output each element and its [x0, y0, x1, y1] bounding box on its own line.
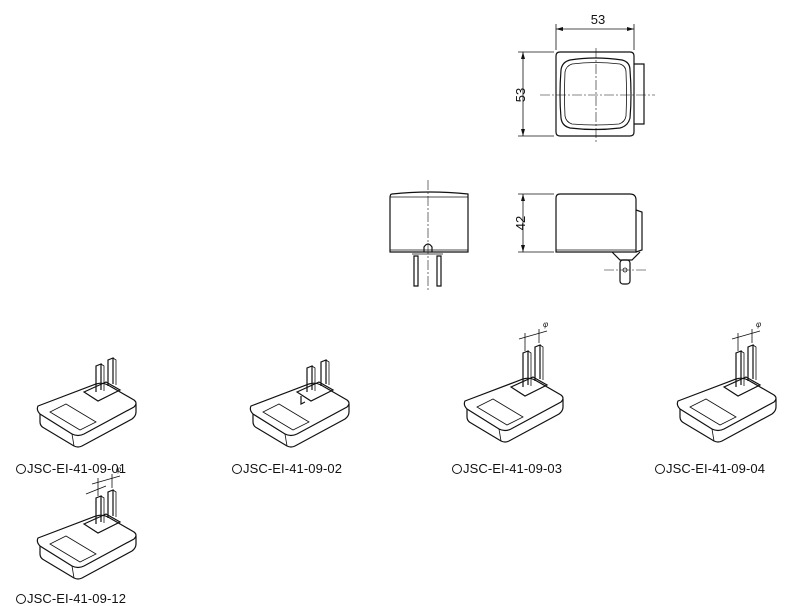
pin-blade	[321, 360, 326, 386]
model-label-2: JSC-EI-41-09-02	[232, 461, 342, 476]
model-label-4: JSC-EI-41-09-04	[655, 461, 765, 476]
pin-dim-line	[519, 331, 547, 339]
pin-blade-edge	[540, 345, 543, 380]
pin-blade	[96, 496, 101, 524]
pin-blade-edge	[101, 364, 104, 391]
pin-blade	[307, 366, 312, 392]
pin-base-plate	[84, 382, 120, 401]
arrow-icon	[521, 129, 525, 136]
pin-blade-edge	[101, 496, 104, 523]
adapter-side	[40, 404, 136, 447]
arrow-icon	[521, 52, 525, 59]
adapter-label-recess	[50, 404, 96, 430]
pin-blade	[96, 364, 101, 392]
pin-base-plate	[724, 377, 760, 396]
pin-dim-line	[732, 331, 760, 339]
pin-blade	[748, 345, 753, 381]
adapter-edge	[712, 429, 714, 441]
side-view-pins-body	[390, 192, 468, 252]
adapter-01	[37, 358, 136, 447]
adapter-03: φ	[464, 320, 563, 442]
adapter-12: φ	[37, 465, 136, 579]
model-label-3: JSC-EI-41-09-03	[452, 461, 562, 476]
pin-dim-line	[86, 486, 106, 494]
pin-dim-line	[92, 476, 120, 484]
pin-blade-edge	[741, 351, 744, 386]
model-label-text: JSC-EI-41-09-12	[27, 591, 127, 606]
adapter-label-recess	[263, 404, 309, 430]
pin-blade-edge	[326, 360, 329, 385]
pin-blade	[736, 351, 741, 387]
model-label-1: JSC-EI-41-09-01	[16, 461, 126, 476]
pin-spacing-symbol: φ	[756, 320, 761, 329]
circle-marker-icon	[16, 464, 26, 474]
side-view-profile-pin	[620, 260, 630, 284]
adapter-edge	[499, 429, 501, 441]
adapter-side	[40, 536, 136, 579]
model-label-5: JSC-EI-41-09-12	[16, 591, 126, 606]
pin-base-plate	[84, 514, 120, 533]
adapter-edge	[285, 434, 287, 446]
adapter-04: φ	[677, 320, 776, 442]
side-view-profile-lip	[636, 210, 642, 252]
model-label-text: JSC-EI-41-09-02	[243, 461, 343, 476]
model-label-text: JSC-EI-41-09-04	[666, 461, 766, 476]
side-view-profile-body	[556, 194, 636, 252]
front-view-face	[560, 58, 631, 130]
adapter-label-recess	[477, 399, 523, 425]
adapter-side	[680, 399, 776, 442]
pin-blade-edge	[113, 490, 116, 517]
adapter-edge	[72, 434, 74, 446]
side-view-profile: 42	[513, 194, 646, 284]
dimension-height-label: 53	[513, 88, 528, 102]
front-view-outline	[556, 52, 634, 136]
adapter-side	[467, 399, 563, 442]
adapter-edge	[72, 566, 74, 578]
side-view-profile-foot	[612, 252, 640, 260]
arrow-icon	[521, 194, 525, 201]
pin-spacing-symbol: φ	[116, 465, 121, 474]
arrow-icon	[521, 245, 525, 252]
front-view-lip	[634, 64, 644, 124]
adapter-side	[253, 404, 349, 447]
arrow-icon	[556, 27, 563, 31]
circle-marker-icon	[452, 464, 462, 474]
front-view: 53 53	[513, 12, 655, 142]
pin-spacing-symbol: φ	[543, 320, 548, 329]
fold-hinge	[301, 396, 305, 404]
circle-marker-icon	[16, 594, 26, 604]
adapter-label-recess	[50, 536, 96, 562]
circle-marker-icon	[232, 464, 242, 474]
pin-right	[437, 256, 441, 286]
model-label-text: JSC-EI-41-09-01	[27, 461, 127, 476]
adapter-label-recess	[690, 399, 736, 425]
pin-blade	[523, 351, 528, 387]
front-view-face-inner	[565, 63, 627, 126]
pin-blade-edge	[753, 345, 756, 380]
circle-marker-icon	[655, 464, 665, 474]
pin-blade	[108, 358, 113, 386]
pin-blade-edge	[113, 358, 116, 385]
pin-left	[414, 256, 418, 286]
pin-base-plate	[511, 377, 547, 396]
side-view-pins	[390, 180, 468, 292]
adapter-02	[250, 360, 349, 447]
pin-blade-edge	[528, 351, 531, 386]
adapter-top-face	[250, 383, 349, 435]
model-label-text: JSC-EI-41-09-03	[463, 461, 563, 476]
dimension-width-label: 53	[591, 12, 605, 27]
pin-blade	[108, 490, 113, 518]
pin-blade	[535, 345, 540, 381]
pin-blade-edge	[312, 366, 315, 391]
arrow-icon	[627, 27, 634, 31]
dimension-depth-label: 42	[513, 216, 528, 230]
